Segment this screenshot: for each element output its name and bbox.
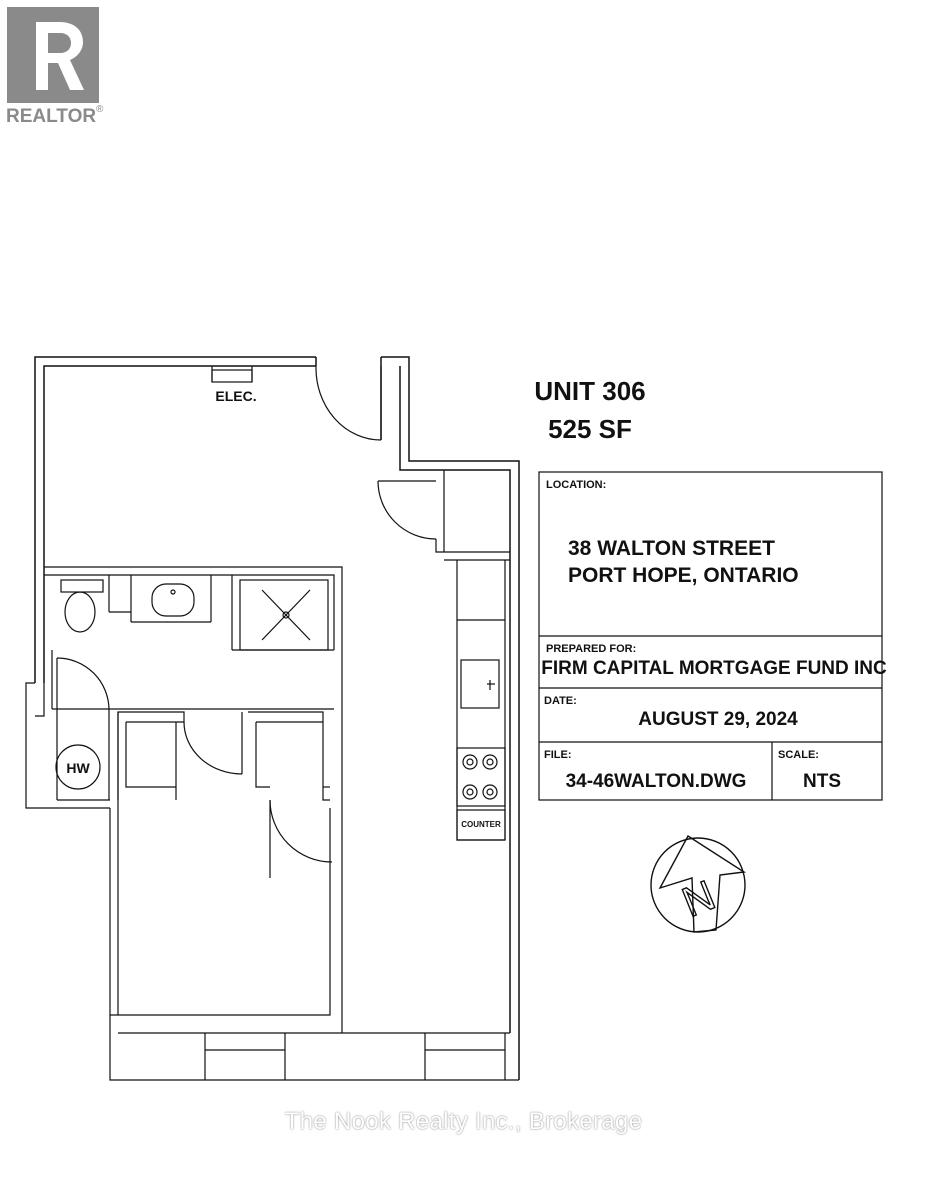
stove <box>456 747 506 807</box>
title-block <box>538 471 883 801</box>
outer-wall-south <box>109 803 519 1081</box>
entry-door <box>315 365 382 441</box>
date-label: DATE: <box>544 695 577 707</box>
registered-mark: ® <box>96 104 104 115</box>
water-heater <box>55 744 101 790</box>
hw-label: HW <box>66 760 90 776</box>
realtor-logo: REALTOR ® <box>6 7 104 127</box>
closets <box>109 711 333 1016</box>
elec-label: ELEC. <box>215 388 256 404</box>
realtor-logo-text: REALTOR <box>6 106 96 127</box>
vanity-sink <box>151 583 195 617</box>
north-arrow-icon: N <box>650 835 747 933</box>
electrical-panel <box>211 369 253 383</box>
kitchen-counter <box>456 560 506 841</box>
outer-wall-east <box>381 356 520 1080</box>
kitchen-sink <box>460 659 500 709</box>
toilet-bowl <box>64 591 96 633</box>
file-label: FILE: <box>544 749 572 761</box>
location-label: LOCATION: <box>546 479 606 491</box>
prepared-for-value: FIRM CAPITAL MORTGAGE FUND INC <box>541 658 887 679</box>
outer-wall-north <box>34 356 316 683</box>
unit-number: UNIT 306 <box>534 376 645 406</box>
scale-label: SCALE: <box>778 749 819 761</box>
closet-door <box>377 470 510 561</box>
unit-area: 525 SF <box>548 414 632 444</box>
bathroom <box>44 566 343 803</box>
date-value: AUGUST 29, 2024 <box>638 709 798 730</box>
prepared-for-label: PREPARED FOR: <box>546 643 636 655</box>
utility-area <box>25 657 110 809</box>
scale-value: NTS <box>803 771 841 792</box>
brokerage-watermark: The Nook Realty Inc., Brokerage <box>284 1108 643 1135</box>
north-letter: N <box>676 871 722 926</box>
counter-label: COUNTER <box>461 820 501 829</box>
address-line-1: 38 WALTON STREET <box>568 537 775 560</box>
file-value: 34-46WALTON.DWG <box>566 771 747 792</box>
floor-plan <box>25 356 520 1081</box>
shower <box>239 579 329 651</box>
toilet-tank <box>60 579 104 593</box>
address-line-2: PORT HOPE, ONTARIO <box>568 564 799 587</box>
